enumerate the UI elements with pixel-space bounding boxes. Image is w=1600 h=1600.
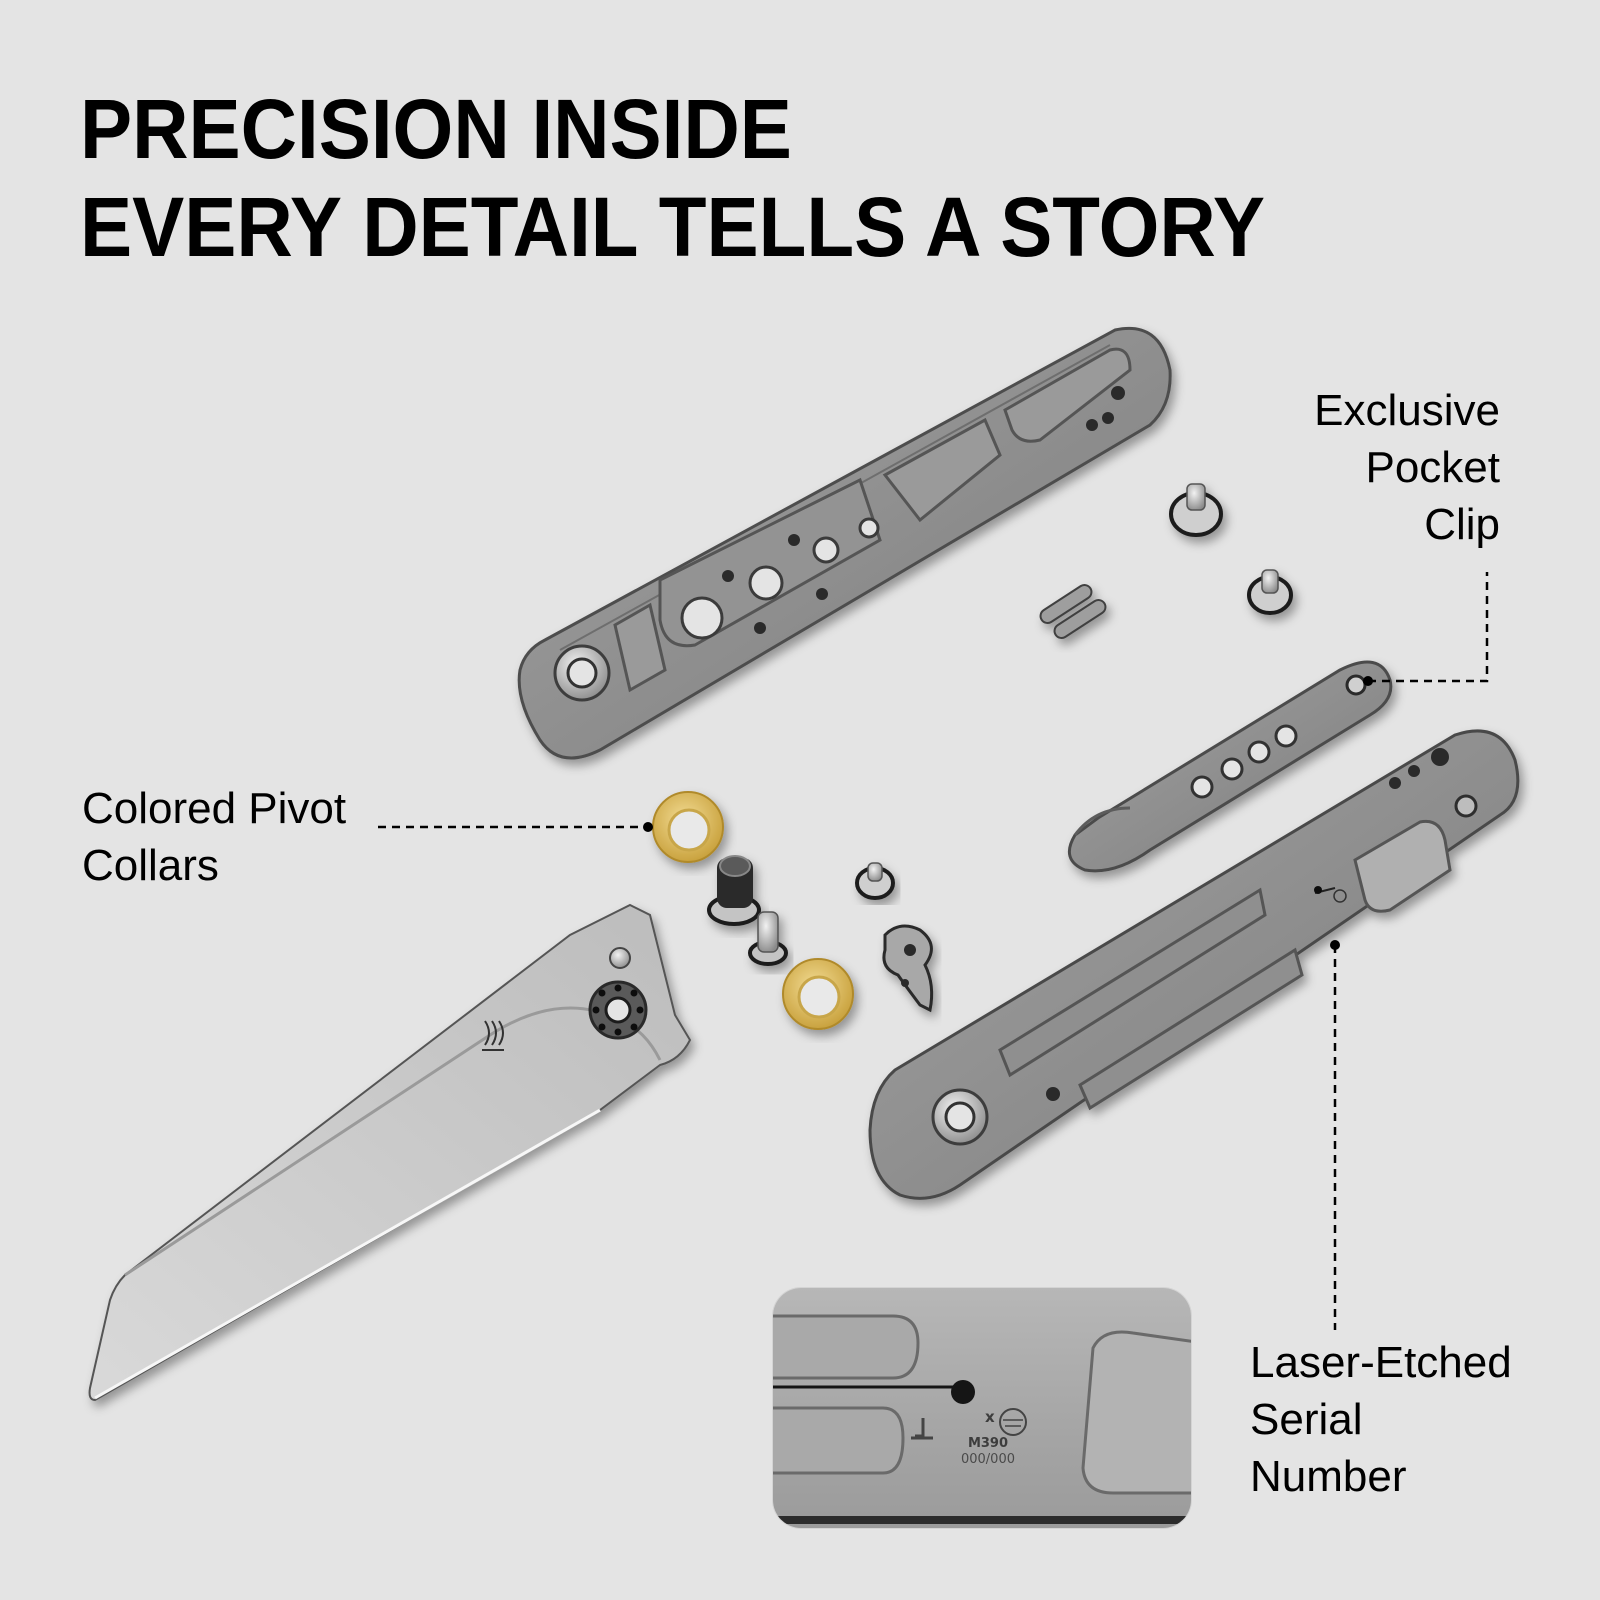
clip-screws (1169, 483, 1293, 615)
headline-line-2: EVERY DETAIL TELLS A STORY (80, 180, 1266, 274)
callout-line: Clip (1424, 500, 1500, 549)
stop-pins (1039, 584, 1107, 639)
brass-pivot-collar-bottom (782, 958, 854, 1030)
callout-line: Collars (82, 841, 219, 890)
pivot-barrel (707, 855, 761, 926)
etch-collab-x: x (985, 1408, 995, 1426)
pivot-screw (748, 911, 788, 966)
callout-line: Colored Pivot (82, 784, 347, 833)
callout-line: Number (1250, 1452, 1407, 1501)
callout-line: Laser-Etched (1250, 1338, 1512, 1387)
headline-line-1: PRECISION INSIDE (80, 82, 792, 176)
callout-line: Exclusive (1314, 386, 1500, 435)
inset-handle-detail (773, 1314, 1191, 1524)
knife-blade (88, 903, 692, 1402)
serial-closeup-inset: x M390 000/000 (773, 1288, 1191, 1528)
leader-pivot-collars (378, 822, 653, 832)
brand-logo-icon (482, 1020, 504, 1051)
callout-line: Serial (1250, 1395, 1363, 1444)
pocket-clip (1067, 660, 1393, 873)
callout-pivot-collars: Colored Pivot Collars (82, 780, 346, 894)
lock-detent-part (882, 924, 934, 1013)
etch-steel-type: M390 (967, 1436, 1009, 1451)
leader-pocket-clip (1363, 572, 1489, 686)
brass-pivot-collar-top (652, 791, 724, 863)
lower-handle-scale (868, 729, 1520, 1200)
etch-serial-number: 000/000 (960, 1452, 1015, 1467)
leader-serial-number (1330, 940, 1340, 1330)
callout-serial-number: Laser-Etched Serial Number (1250, 1334, 1512, 1505)
small-screw (855, 862, 895, 900)
callout-line: Pocket (1365, 443, 1500, 492)
maker-logo-icon (911, 1408, 1027, 1440)
headline: PRECISION INSIDE EVERY DETAIL TELLS A ST… (80, 80, 1265, 276)
upper-handle-scale (517, 326, 1172, 760)
callout-pocket-clip: Exclusive Pocket Clip (1314, 382, 1500, 553)
